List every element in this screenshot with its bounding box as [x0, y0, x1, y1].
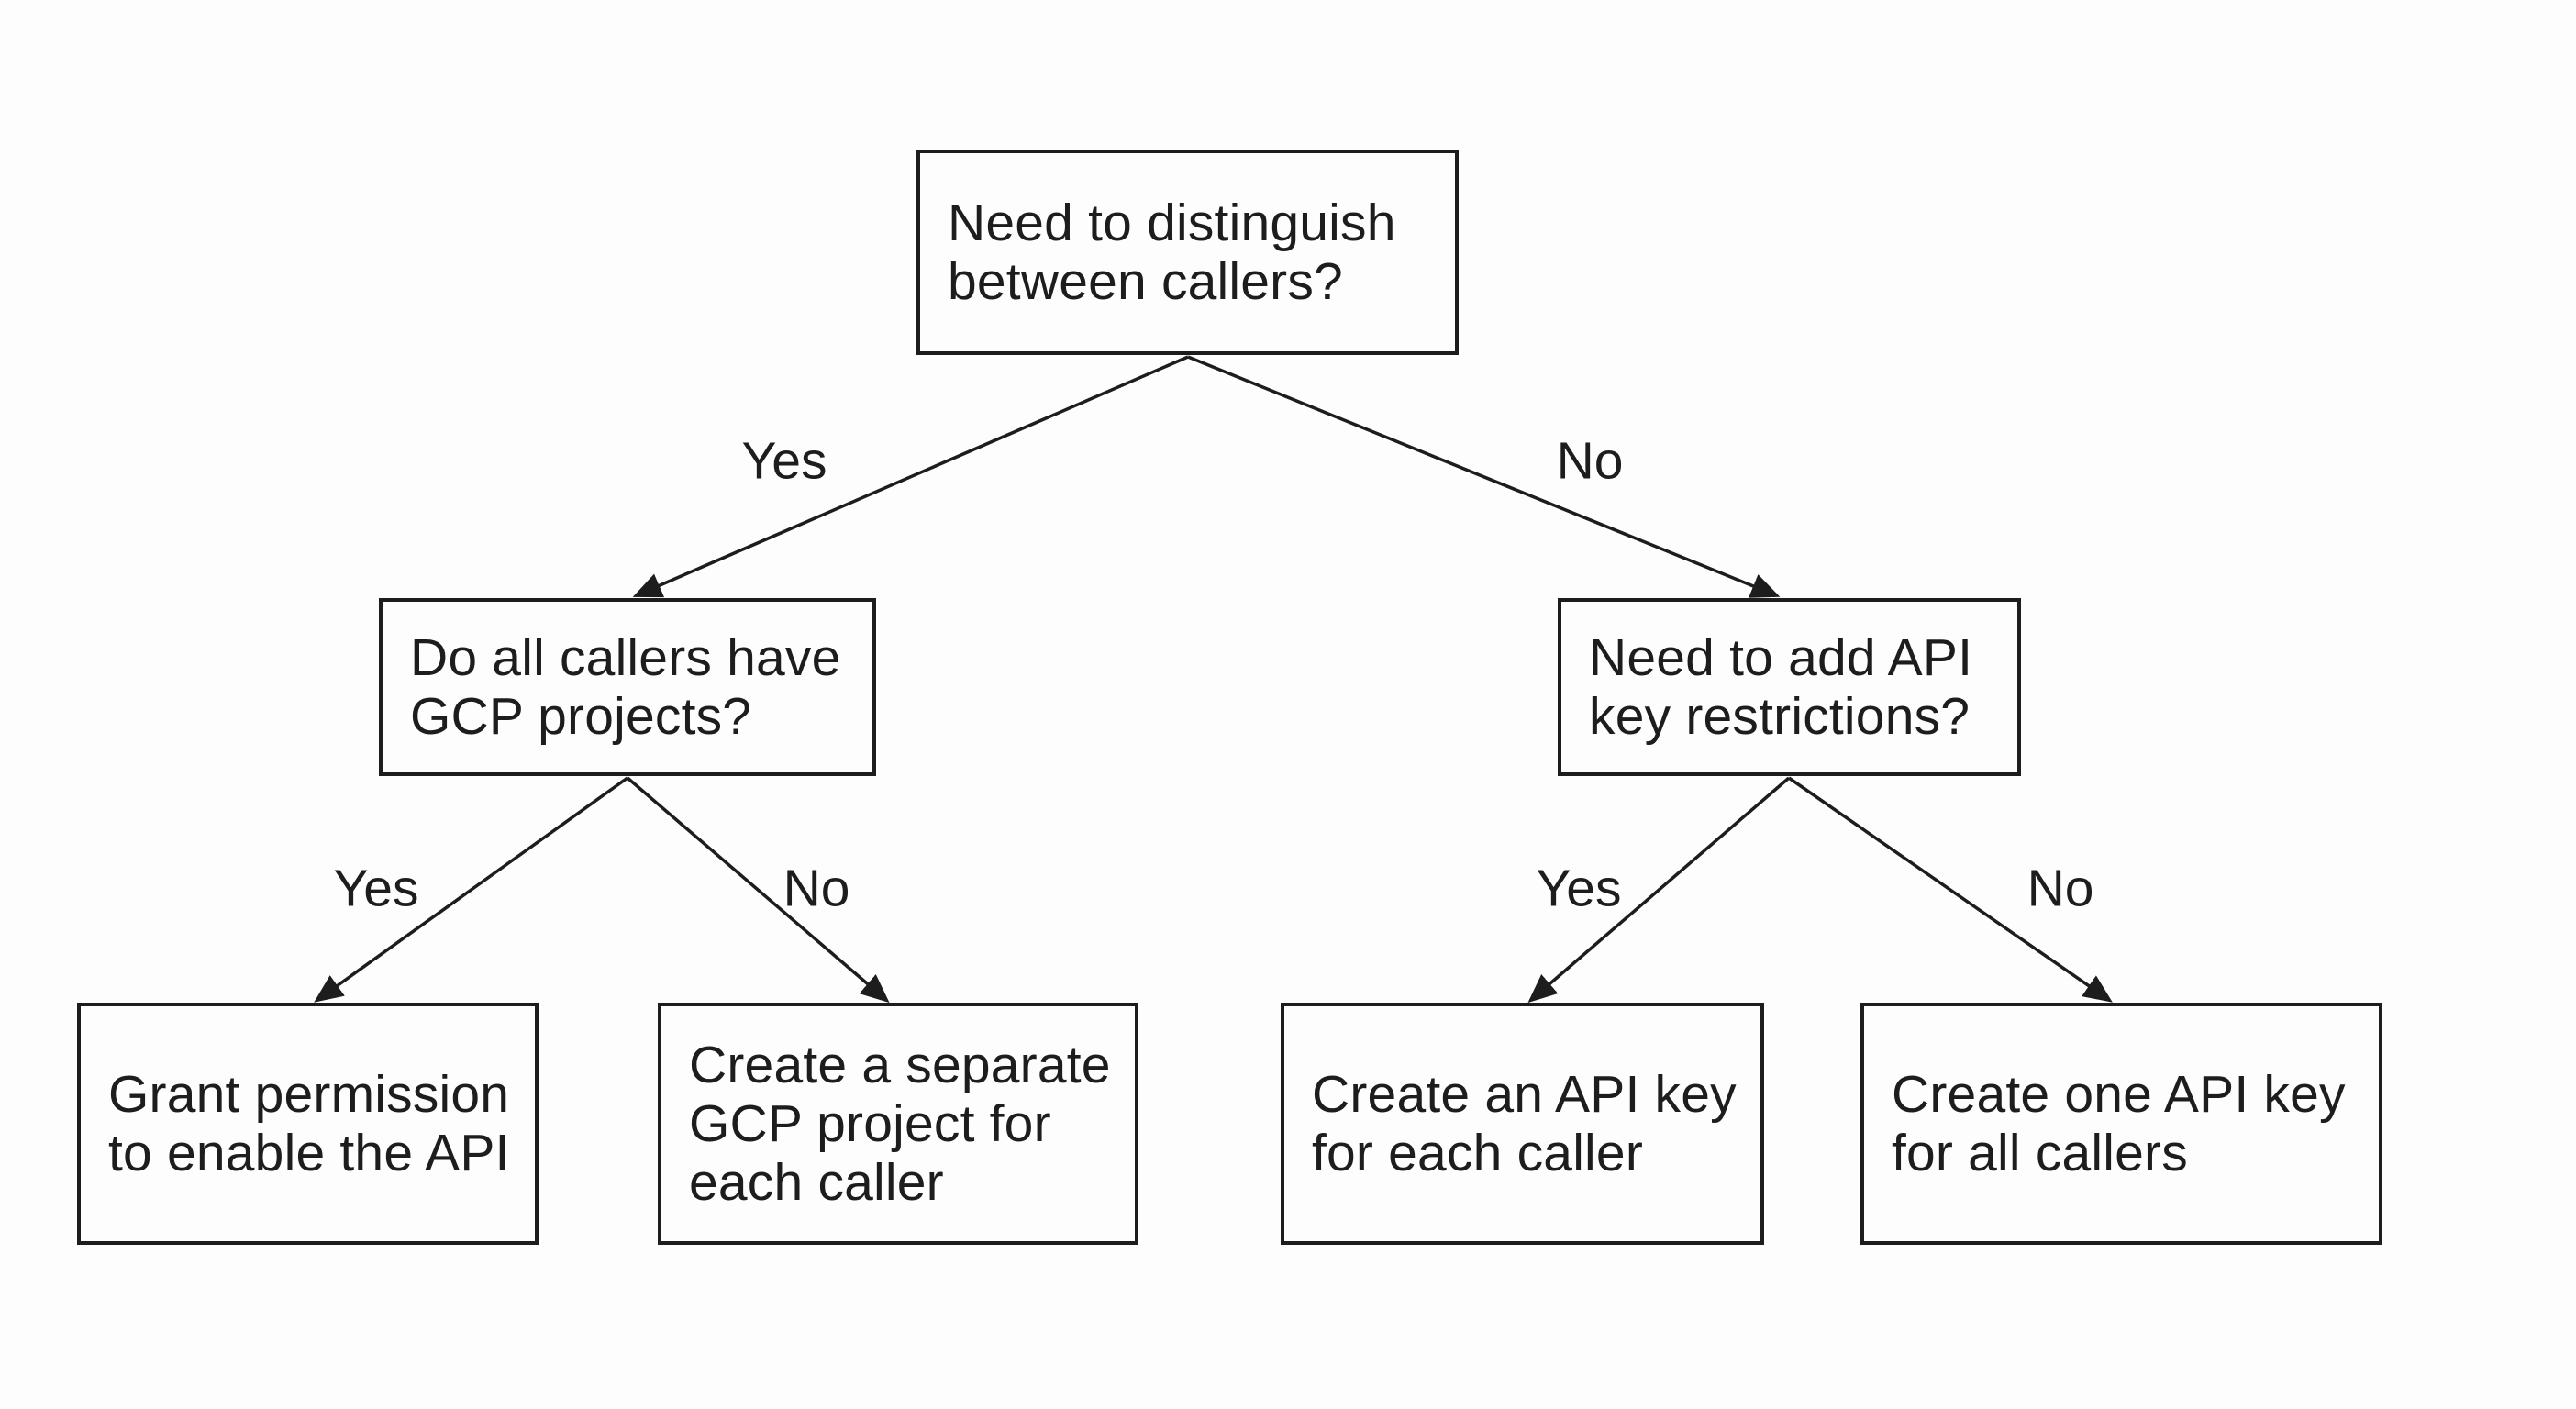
node-text-line: each caller [689, 1153, 944, 1212]
node-grant-permission: Grant permission to enable the API [77, 1003, 539, 1245]
edge-label-yes: Yes [333, 859, 419, 918]
edge-label-no: No [2026, 859, 2094, 918]
node-text-line: Create a separate [689, 1036, 1111, 1094]
edge-label-yes: Yes [1536, 859, 1622, 918]
node-text-line: GCP projects? [410, 687, 752, 746]
edge-label-no: No [783, 859, 850, 918]
node-separate-gcp-project: Create a separate GCP project for each c… [658, 1003, 1138, 1245]
edge-gcp-no-arrow [626, 776, 890, 1004]
node-need-api-key-restrictions: Need to add API key restrictions? [1558, 598, 2021, 776]
node-text-line: Grant permission [108, 1065, 510, 1124]
edge-restrict-no-arrow [1788, 776, 2113, 1003]
node-text-line: Need to distinguish [948, 194, 1396, 252]
edge-root-yes-arrow [632, 355, 1189, 598]
edge-label-yes: Yes [741, 431, 827, 491]
node-text-line: Need to add API [1589, 628, 1973, 687]
node-need-to-distinguish: Need to distinguish between callers? [916, 150, 1459, 355]
node-text-line: GCP project for [689, 1094, 1051, 1153]
node-text-line: for all callers [1892, 1124, 2188, 1182]
node-api-key-per-caller: Create an API key for each caller [1281, 1003, 1764, 1245]
edge-gcp-yes-arrow [314, 776, 629, 1003]
node-text-line: Create an API key [1312, 1065, 1737, 1124]
edge-label-no: No [1556, 431, 1624, 491]
node-text-line: between callers? [948, 252, 1343, 311]
node-text-line: Do all callers have [410, 628, 841, 687]
node-text-line: key restrictions? [1589, 687, 1971, 746]
node-text-line: to enable the API [108, 1124, 510, 1182]
edge-root-no-arrow [1187, 355, 1781, 598]
node-one-api-key-all-callers: Create one API key for all callers [1860, 1003, 2382, 1245]
node-text-line: for each caller [1312, 1124, 1644, 1182]
edge-restrict-yes-arrow [1527, 776, 1791, 1004]
node-text-line: Create one API key [1892, 1065, 2346, 1124]
node-do-all-callers-have-gcp: Do all callers have GCP projects? [379, 598, 876, 776]
